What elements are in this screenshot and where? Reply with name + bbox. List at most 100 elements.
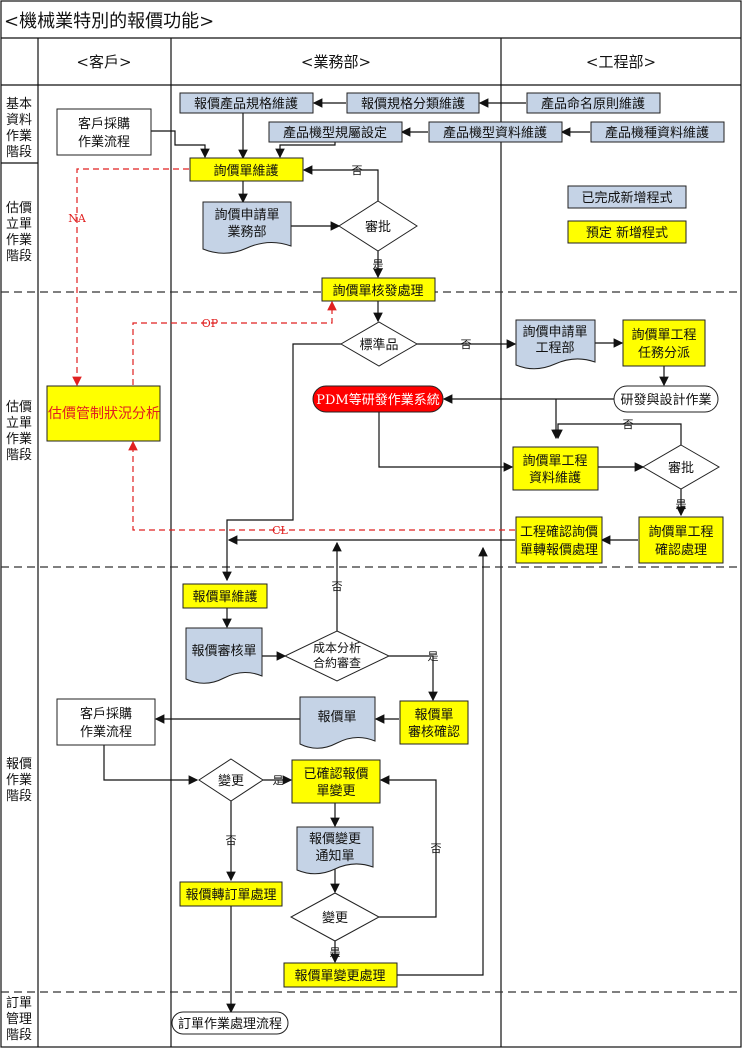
arrow-cust-to-change [103, 745, 199, 785]
node-product-naming-label: 產品命名原則維護 [541, 96, 645, 112]
node-cost-analysis-l2: 合約審查 [313, 655, 361, 670]
node-inquiry-issue [321, 277, 436, 302]
node-cust-purchase-1-l1: 客戶採購 [78, 116, 130, 132]
label-cost-no: 否 [332, 580, 343, 593]
node-quote-review-confirm-l2: 審核確認 [408, 724, 460, 740]
node-eng-task-l2: 任務分派 [638, 346, 690, 361]
label-red-cl: CL [272, 524, 288, 537]
node-standard-label: 標準品 [359, 337, 398, 353]
node-eng-task-l1: 詢價單工程 [631, 327, 696, 343]
node-eng-task [622, 319, 706, 367]
lane-customer-header: <客戶> [76, 53, 131, 71]
node-approve-1-label: 審批 [365, 220, 391, 235]
node-model-kind [590, 121, 725, 143]
stage-order-l2: 管理 [6, 1012, 32, 1027]
node-rd-design-label: 研發與設計作業 [620, 392, 711, 408]
legend-planned [567, 220, 687, 244]
node-confirmed-change [291, 759, 381, 804]
node-inquiry-req-eng [515, 319, 596, 370]
stage-est1-l4: 階段 [6, 249, 32, 264]
node-model-kind-label: 產品機種資料維護 [605, 125, 709, 141]
node-model-rule [268, 121, 403, 143]
node-change-notice-l1: 報價變更 [309, 831, 361, 847]
node-quote-spec-class [346, 92, 480, 114]
node-cust-purchase-1 [56, 108, 152, 156]
node-quote-change-proc [283, 962, 398, 988]
stage-est2-l2: 立單 [6, 416, 32, 431]
stage-est2-l3: 作業 [6, 431, 32, 447]
label-change2-no: 否 [431, 842, 442, 855]
stage-quote-l3: 階段 [6, 789, 32, 804]
stage-est1-l3: 作業 [6, 232, 32, 248]
legend-done [567, 185, 687, 209]
node-cust-purchase-2-l2: 作業流程 [80, 724, 132, 740]
stage-order-l1: 訂單 [6, 995, 32, 1011]
node-eng-data [512, 446, 599, 491]
stage-est2-l1: 估價 [6, 400, 32, 415]
node-pdm-label: PDM等研發作業系統 [316, 392, 439, 408]
stage-basic-l1: 基本 [6, 97, 32, 112]
node-approve-1 [338, 200, 418, 252]
node-quote-doc-label: 報價單 [317, 710, 356, 725]
stage-est2-l4: 階段 [6, 448, 32, 463]
stage-est1-l2: 立單 [6, 217, 32, 232]
stage-quote-l2: 作業 [6, 772, 32, 788]
node-change-2 [289, 892, 381, 942]
node-eng-data-l2: 資料維護 [529, 470, 581, 486]
node-estimate-analysis-label: 估價管制狀況分析 [48, 405, 160, 422]
arrow-approve-no [302, 165, 379, 201]
stage-basic-l3: 作業 [6, 128, 32, 144]
node-cost-analysis-l1: 成本分析 [313, 641, 361, 655]
node-change-1 [198, 758, 264, 802]
node-quote-doc [299, 696, 376, 749]
arrow-cost-yes [389, 655, 438, 702]
node-change-1-label: 變更 [218, 773, 244, 789]
node-approve-2 [642, 444, 720, 490]
label-approve2-yes: 是 [676, 498, 687, 511]
node-model-data-label: 產品機型資料維護 [443, 125, 547, 141]
node-inquiry-req-sales-l1: 詢價申請單 [214, 207, 279, 223]
label-approve2-no: 否 [623, 418, 634, 431]
label-change1-no: 否 [226, 834, 237, 847]
node-confirmed-change-l1: 已確認報價 [303, 766, 368, 782]
node-quote-to-order-label: 報價轉訂單處理 [185, 887, 276, 903]
legend-planned-label: 預定 新增程式 [586, 225, 668, 241]
arrow-cust-to-inquiry [151, 130, 210, 159]
node-product-naming [526, 92, 661, 114]
node-change-2-label: 變更 [322, 910, 348, 926]
node-order-flow [171, 1011, 289, 1035]
node-estimate-analysis [46, 385, 161, 442]
node-eng-confirm-l1: 詢價單工程 [648, 524, 713, 540]
label-red-op: OP [202, 317, 219, 330]
node-confirmed-change-l2: 單變更 [316, 783, 355, 799]
page-title: <機械業特別的報價功能> [4, 11, 214, 32]
label-red-na: NA [68, 212, 87, 225]
node-quote-review [185, 627, 263, 684]
node-inquiry-req-sales-l2: 業務部 [227, 224, 266, 240]
node-order-flow-label: 訂單作業處理流程 [178, 1016, 282, 1032]
arrow-rule-to-inquiry [275, 141, 336, 159]
lane-engineering-header: <工程部> [586, 53, 656, 71]
node-quote-spec-maint [179, 92, 314, 114]
node-inquiry-req-eng-l2: 工程部 [535, 341, 574, 356]
node-eng-to-quote [515, 516, 603, 564]
node-change-notice-l2: 通知單 [315, 848, 354, 864]
stage-est1-l1: 估價 [6, 201, 32, 216]
lane-sales-header: <業務部> [301, 53, 371, 71]
stage-basic-l2: 資料 [6, 113, 32, 128]
arrow-pdm-to-engdata [378, 412, 514, 472]
node-cust-purchase-2 [56, 698, 156, 746]
node-cust-purchase-1-l2: 作業流程 [78, 134, 130, 150]
arrow-approve2-no [553, 423, 682, 445]
node-eng-confirm-l2: 確認處理 [655, 542, 707, 558]
node-approve-2-label: 審批 [668, 461, 694, 476]
node-quote-spec-class-label: 報價規格分類維護 [361, 96, 465, 112]
node-quote-spec-maint-label: 報價產品規格維護 [194, 96, 298, 112]
node-rd-design [613, 385, 719, 413]
node-quote-review-confirm-l1: 報價單 [414, 708, 453, 723]
node-inquiry-req-sales [202, 201, 292, 254]
node-quote-review-label: 報價審核單 [191, 644, 256, 659]
node-quote-review-confirm [399, 700, 469, 745]
